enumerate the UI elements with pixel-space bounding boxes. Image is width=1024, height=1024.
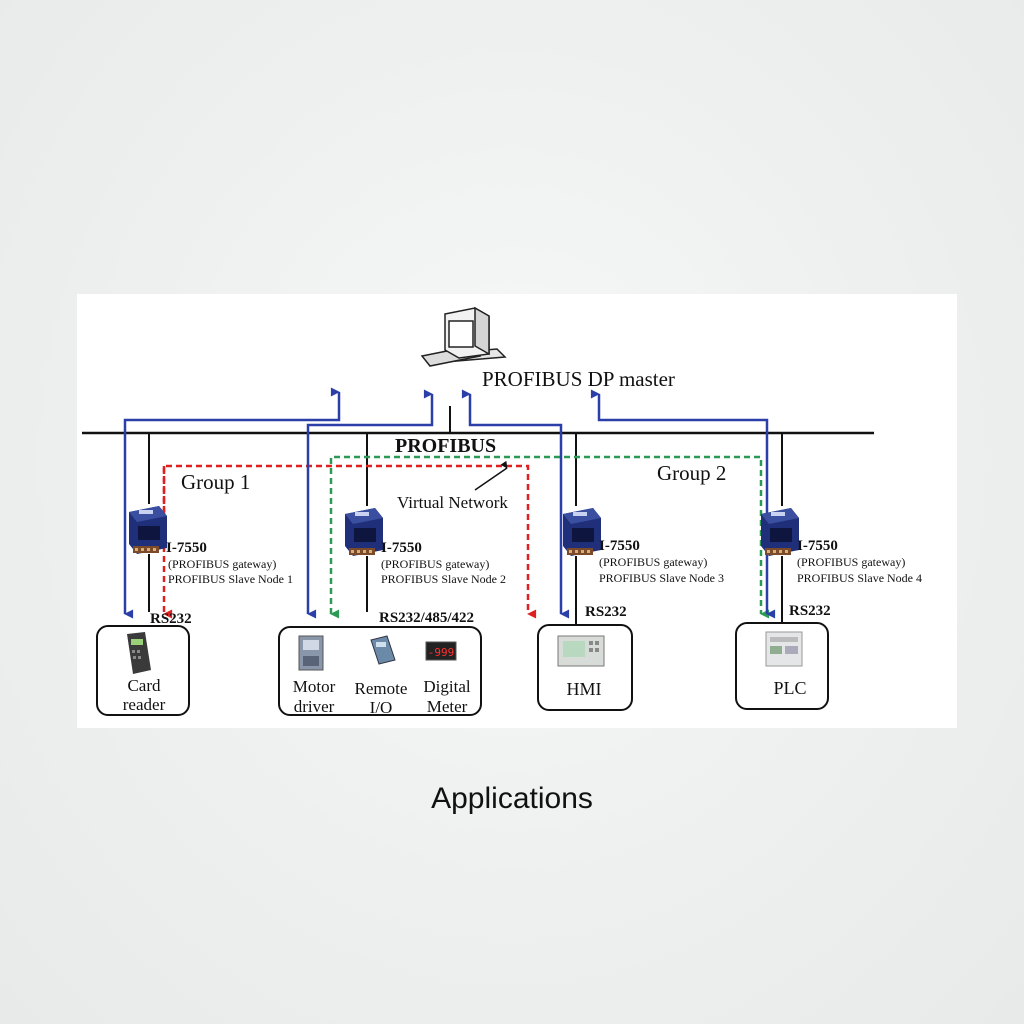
plc-device: PLC [735,622,829,710]
gateway-1-model: I-7550 [166,540,207,556]
remote-io-label-2: I/O [370,698,393,717]
remote-io-icon [370,635,396,665]
plc-icon [765,631,803,667]
profibus-diagram: PROFIBUS DP master PROFIBUS Group 1 Grou… [82,306,922,717]
gateway-2-model: I-7550 [381,540,422,556]
digital-meter-label-2: Meter [427,697,468,716]
gateway-4-model: I-7550 [797,538,838,554]
diagram-panel: PROFIBUS DP master PROFIBUS Group 1 Grou… [77,294,957,728]
gateway-4-line2: PROFIBUS Slave Node 4 [797,571,922,585]
card-reader-icon [127,632,151,674]
motor-driver-label-1: Motor [293,677,336,696]
gateway-2-line2: PROFIBUS Slave Node 2 [381,572,506,586]
hmi-icon [557,635,605,667]
gateway-node-2: I-7550 (PROFIBUS gateway) PROFIBUS Slave… [345,508,506,626]
gateway-node-3: I-7550 (PROFIBUS gateway) PROFIBUS Slave… [563,508,724,624]
caption: Applications [431,782,593,815]
gateway-node-4: I-7550 (PROFIBUS gateway) PROFIBUS Slave… [761,508,922,622]
master-label: PROFIBUS DP master [482,367,675,391]
link-master-node2 [306,389,434,619]
node2-devices: -999 Motor driver Remote I/O Digital Met… [278,626,482,717]
virtual-network-label: Virtual Network [397,493,508,512]
hmi-label: HMI [567,679,602,699]
hmi-device: HMI [537,624,633,711]
bus-label: PROFIBUS [395,435,496,457]
motor-driver-icon [298,635,324,671]
motor-driver-label-2: driver [294,697,335,716]
gateway-3-line2: PROFIBUS Slave Node 3 [599,571,724,585]
computer-icon [420,306,507,367]
gateway-1-port: RS232 [150,611,192,627]
group-2-label: Group 2 [657,461,726,485]
digital-meter-icon: -999 [425,641,457,661]
gateway-1-line2: PROFIBUS Slave Node 1 [168,572,293,586]
group-1-label: Group 1 [181,470,250,494]
virtual-network-pointer [474,460,508,491]
card-reader-device: Card reader [96,625,190,716]
gateway-3-port: RS232 [585,604,627,620]
remote-io-label-1: Remote [355,679,408,698]
gateway-2-port: RS232/485/422 [379,610,474,626]
digital-meter-label-1: Digital [423,677,470,696]
gateway-node-1: I-7550 (PROFIBUS gateway) PROFIBUS Slave… [129,506,293,627]
gateway-3-model: I-7550 [599,538,640,554]
plc-label: PLC [773,678,806,698]
digital-meter-reading: -999 [428,646,455,659]
gateway-4-port: RS232 [789,603,831,619]
gateway-1-line1: (PROFIBUS gateway) [168,557,276,571]
gateway-4-line1: (PROFIBUS gateway) [797,555,905,569]
link-master-node3 [461,389,570,619]
card-reader-label-2: reader [123,695,166,714]
gateway-3-line1: (PROFIBUS gateway) [599,555,707,569]
gateway-2-line1: (PROFIBUS gateway) [381,557,489,571]
card-reader-label-1: Card [127,676,161,695]
